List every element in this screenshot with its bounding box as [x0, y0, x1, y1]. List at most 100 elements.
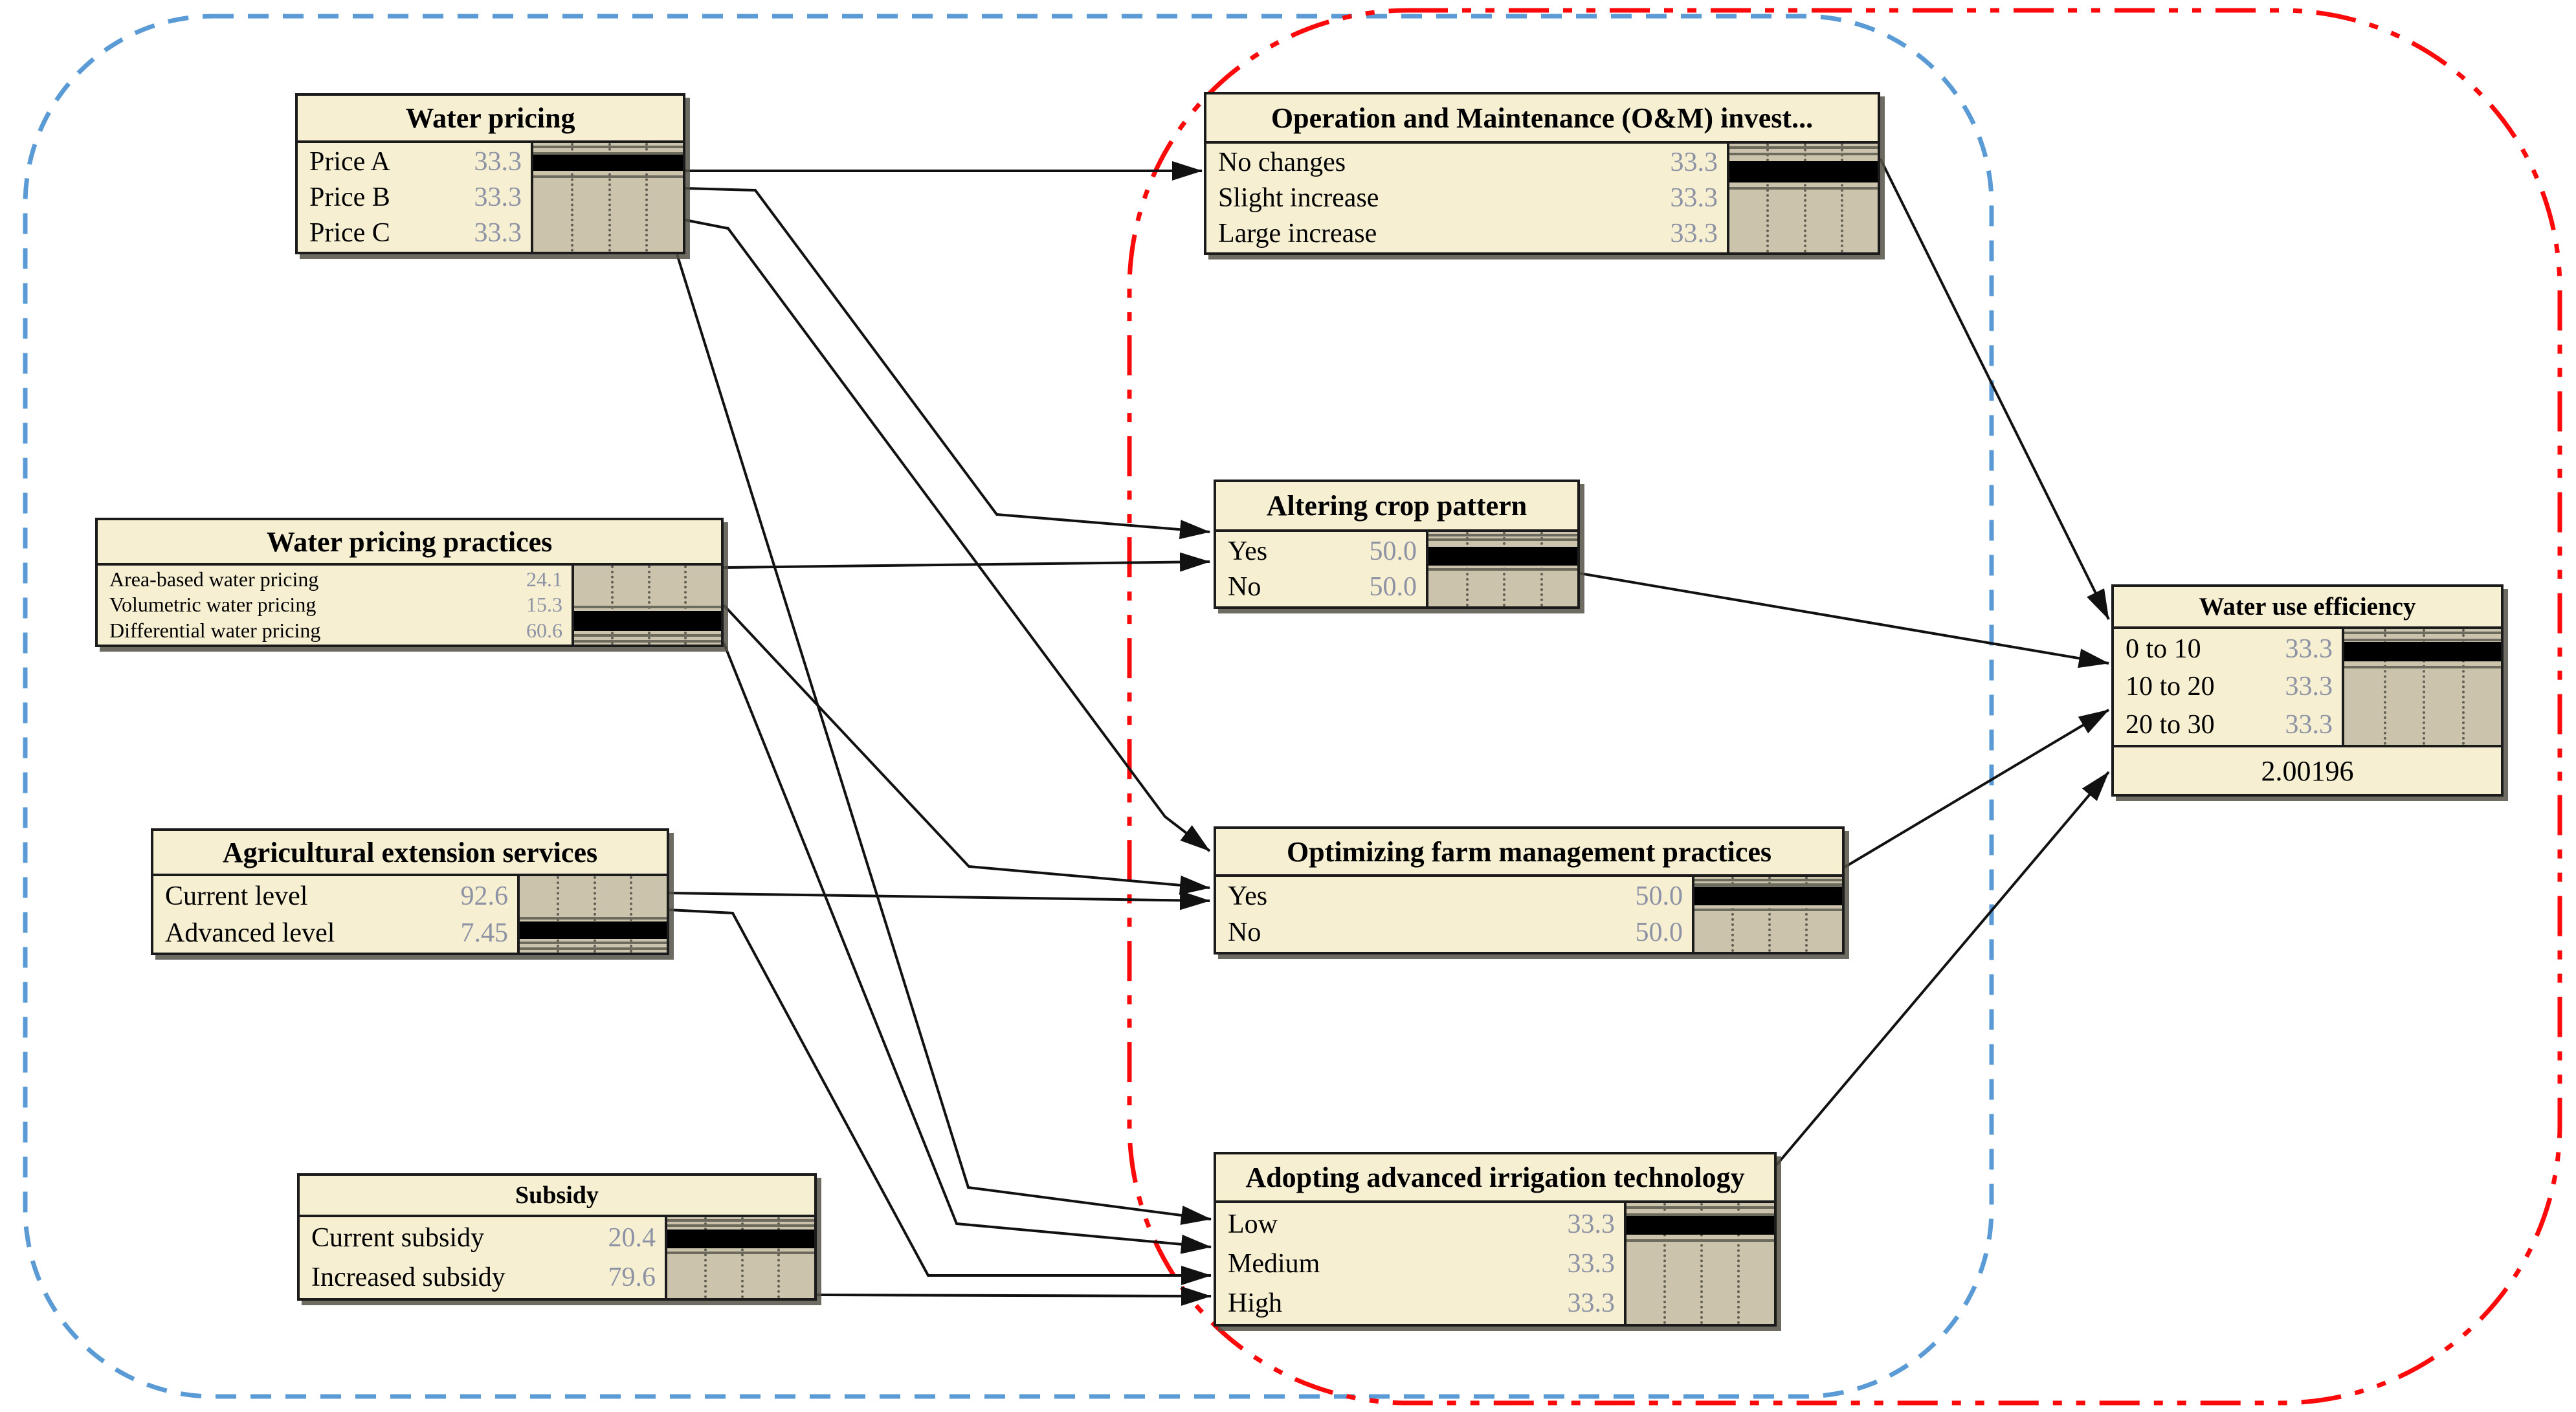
bar-stripe — [1428, 568, 1577, 571]
edge-extension-to-adopting — [669, 909, 1212, 1285]
state-row-adopting-advanced-irrigation-1[interactable]: Medium 33.3 — [1228, 1248, 1615, 1279]
bar-stripe — [533, 175, 683, 178]
state-label: Large increase — [1218, 218, 1377, 248]
bar-gridline — [740, 1217, 744, 1298]
bar-gridline — [610, 566, 614, 645]
state-label: High — [1228, 1288, 1282, 1318]
state-label: Increased subsidy — [311, 1262, 505, 1292]
bar-stripe — [1428, 538, 1577, 541]
belief-bar — [2344, 641, 2501, 662]
group-policy-blue-border — [23, 14, 1994, 1399]
state-label: Medium — [1228, 1248, 1320, 1279]
bar-stripe — [1627, 1206, 1774, 1209]
bar-stripe — [1694, 883, 1842, 886]
bar-gridline — [684, 566, 687, 645]
bar-gridline — [704, 1217, 707, 1298]
bar-gridline — [570, 143, 573, 252]
bar-gridline — [2383, 629, 2386, 745]
state-label: Yes — [1228, 536, 1268, 566]
belief-bars-panel — [517, 876, 667, 953]
state-probability-value: 33.3 — [1670, 182, 1718, 213]
state-row-om-investment-1[interactable]: Slight increase 33.3 — [1218, 182, 1718, 214]
bar-gridline — [593, 876, 596, 953]
bar-stripe — [2344, 666, 2501, 669]
belief-bars-panel — [1624, 1203, 1774, 1324]
edge-adopting-to-wue — [1775, 771, 2110, 1166]
state-row-om-investment-0[interactable]: No changes 33.3 — [1218, 147, 1718, 178]
node-subsidy-title: Subsidy — [300, 1176, 814, 1217]
bar-stripe — [520, 916, 667, 920]
bar-stripe — [520, 947, 667, 950]
belief-bar — [667, 1229, 814, 1248]
node-water-use-efficiency-title: Water use efficiency — [2114, 587, 2501, 629]
bar-stripe — [667, 1219, 814, 1222]
state-label: Price A — [309, 147, 390, 177]
node-agricultural-extension-services-title: Agricultural extension services — [153, 831, 667, 876]
state-probability-value: 33.3 — [1670, 148, 1718, 178]
node-om-investment-title: Operation and Maintenance (O&M) invest..… — [1206, 94, 1878, 144]
bar-stripe — [1428, 533, 1577, 536]
node-om-investment[interactable]: Operation and Maintenance (O&M) invest..… — [1204, 92, 1880, 255]
edge-pricing-to-altering — [685, 187, 1210, 540]
state-label: Price C — [309, 217, 390, 248]
belief-bar — [1428, 547, 1577, 566]
edge-pricing-to-adopting — [676, 254, 1212, 1225]
state-row-adopting-advanced-irrigation-2[interactable]: High 33.3 — [1228, 1288, 1615, 1319]
state-probability-value: 33.3 — [1567, 1248, 1616, 1279]
belief-bar — [1627, 1215, 1774, 1235]
bar-stripe — [574, 639, 721, 643]
state-label: 20 to 30 — [2126, 709, 2215, 740]
state-label: Slight increase — [1218, 182, 1379, 213]
bar-stripe — [1729, 187, 1878, 190]
bar-gridline — [1805, 877, 1808, 952]
edge-altering-to-wue — [1579, 572, 2109, 668]
bar-stripe — [1729, 146, 1878, 149]
state-probability-value: 33.3 — [2285, 709, 2333, 740]
state-row-water-use-efficiency-2[interactable]: 20 to 30 33.3 — [2126, 709, 2333, 740]
state-label: No changes — [1218, 148, 1346, 178]
group-outcome-red-border — [1127, 8, 2562, 1406]
bar-stripe — [574, 606, 721, 609]
bar-stripe — [520, 942, 667, 945]
state-probability-value: 33.3 — [1567, 1288, 1616, 1318]
state-row-water-pricing-0[interactable]: Price A 33.3 — [309, 146, 522, 177]
state-probability-value: 50.0 — [1635, 918, 1683, 947]
belief-bars-panel — [1727, 144, 1878, 252]
state-probability-value: 33.3 — [474, 147, 522, 177]
